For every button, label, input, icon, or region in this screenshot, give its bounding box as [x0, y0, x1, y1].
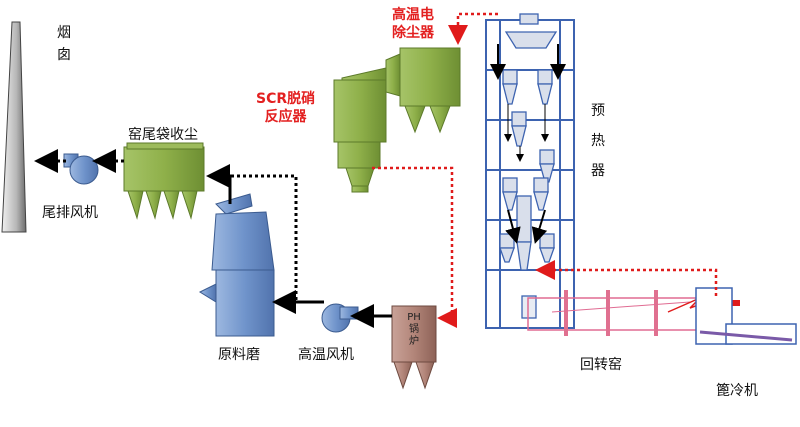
tail-exhaust-fan-label: 尾排风机 [42, 205, 98, 221]
raw-mill [198, 193, 275, 337]
hot-esp-label-line1: 高温电 [392, 7, 434, 23]
ph-boiler-label-line2: 锅 [409, 324, 419, 335]
kiln-tail-baghouse-label: 窑尾袋收尘 [128, 127, 198, 143]
rotary-kiln-label: 回转窑 [580, 357, 622, 373]
hot-esp-label: 高温电 除尘器 [392, 6, 434, 42]
tail-exhaust-fan [63, 153, 99, 185]
chimney [1, 21, 27, 233]
black-solid-lines [212, 174, 392, 328]
scr-reactor-label: SCR脱硝 反应器 [256, 90, 315, 126]
preheater-label: 预热器 [591, 103, 605, 179]
preheater-cyclones [499, 13, 558, 319]
ph-boiler-label-line3: 炉 [409, 336, 419, 347]
kiln-tail-baghouse [123, 142, 205, 220]
preheater-flow-arrows [490, 44, 566, 244]
preheater-tower [485, 19, 575, 329]
grate-cooler-label: 篦冷机 [716, 383, 758, 399]
scr-reactor [333, 67, 387, 193]
scr-reactor-label-line2: 反应器 [264, 109, 307, 125]
grate-cooler [695, 287, 797, 345]
high-temp-fan-label: 高温风机 [298, 347, 354, 363]
high-temp-fan [321, 303, 359, 333]
red-flow-lines [372, 12, 718, 328]
scr-reactor-label-line1: SCR脱硝 [256, 91, 316, 107]
ph-boiler [391, 305, 437, 390]
chimney-label: 烟囱 [57, 25, 71, 63]
hot-esp-label-line2: 除尘器 [392, 25, 434, 41]
ph-boiler-label: PH 锅 炉 [394, 312, 434, 348]
raw-mill-label: 原料磨 [218, 347, 260, 363]
hot-electrostatic-precipitator [385, 47, 461, 134]
ph-boiler-label-line1: PH [407, 312, 421, 323]
black-flow-lines [34, 149, 298, 300]
rotary-kiln [527, 290, 709, 336]
